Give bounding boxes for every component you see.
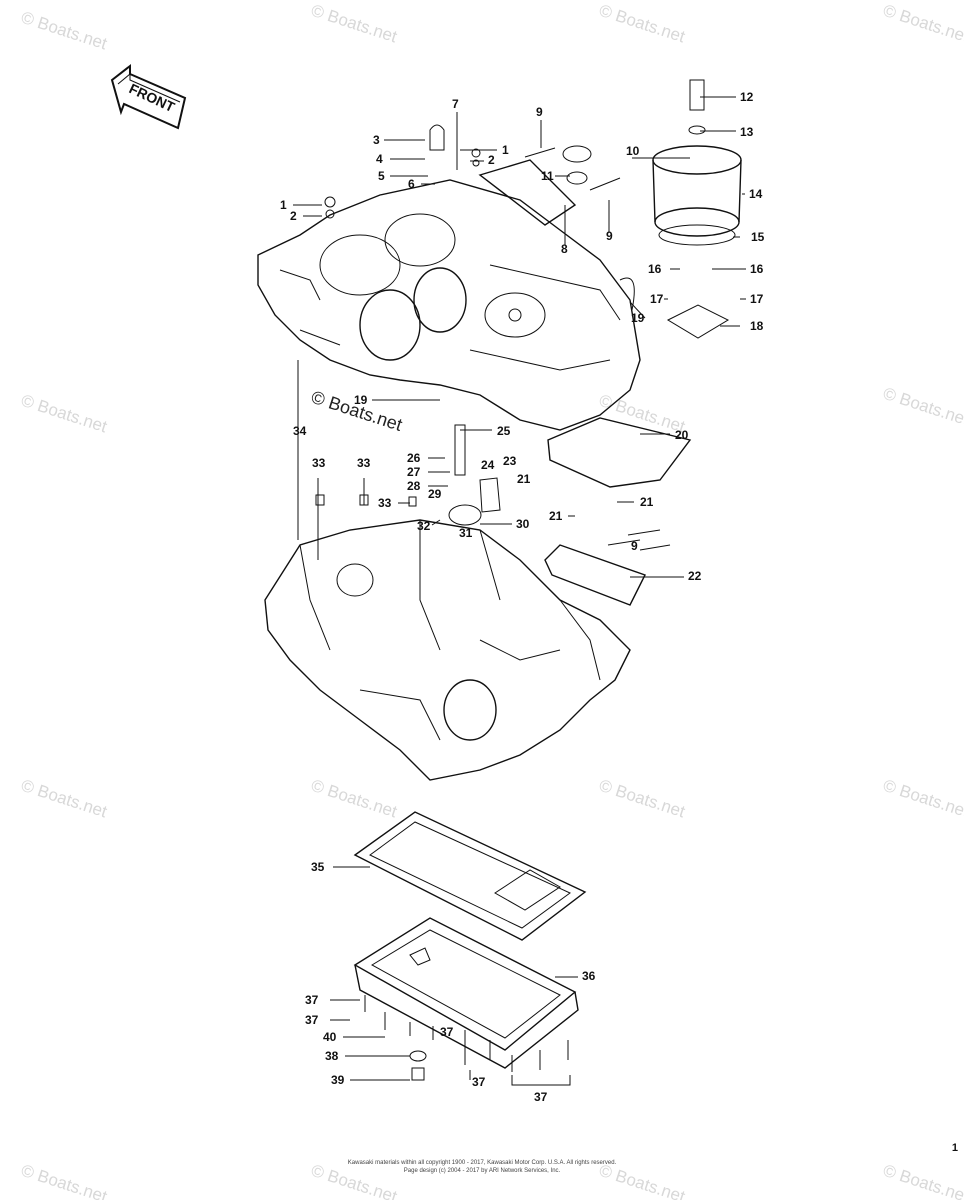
callout-label: 8 <box>561 242 568 256</box>
callout-label: 13 <box>740 125 754 139</box>
callout-label: 31 <box>459 526 473 540</box>
callout-label: 5 <box>378 169 385 183</box>
callout-label: 15 <box>751 230 765 244</box>
watermark: © Boats.net <box>881 776 964 822</box>
watermark: © Boats.net <box>19 1161 110 1200</box>
callout-label: 2 <box>488 153 495 167</box>
breather-cover <box>478 159 692 606</box>
callout-label: 25 <box>497 424 511 438</box>
watermark: © Boats.net <box>19 391 110 437</box>
watermark: © Boats.net <box>597 776 688 822</box>
callout-label: 33 <box>378 496 392 510</box>
page-number: 1 <box>951 1142 958 1154</box>
oil-pan <box>353 917 579 1069</box>
callout-label: 3 <box>373 133 380 147</box>
oil-filter <box>619 79 742 339</box>
page-design-credit: Page design (c) 2004 - 2017 by ARI Netwo… <box>403 1168 561 1174</box>
watermark: © Boats.net <box>19 8 110 54</box>
copyright-line: Kawasaki materials within all copyright … <box>347 1160 617 1166</box>
callout-label: 2 <box>290 209 297 223</box>
watermark: © Boats.net <box>597 1161 688 1200</box>
callout-label: 37 <box>440 1025 454 1039</box>
callout-label: 20 <box>675 428 689 442</box>
callout-label: 21 <box>549 509 563 523</box>
part-callouts: 12 13 7 9 3 1 10 4 2 5 11 6 14 1 2 9 15 … <box>280 90 765 1104</box>
front-arrow-icon: FRONT <box>110 63 187 130</box>
watermark-layer: © Boats.net © Boats.net © Boats.net © Bo… <box>19 1 964 1200</box>
lower-crankcase <box>264 519 631 781</box>
callout-label: 7 <box>452 97 459 111</box>
callout-label: 30 <box>516 517 530 531</box>
callout-label: 4 <box>376 152 383 166</box>
leader-lines <box>293 96 746 1086</box>
callout-label: 32 <box>417 519 431 533</box>
callout-label: 11 <box>541 169 554 183</box>
watermark: © Boats.net <box>19 776 110 822</box>
fasteners <box>315 124 671 1081</box>
watermark: © Boats.net <box>881 384 964 430</box>
callout-label: 9 <box>536 105 543 119</box>
callout-label: 9 <box>631 539 638 553</box>
callout-label: 27 <box>407 465 421 479</box>
callout-label: 21 <box>640 495 654 509</box>
callout-label: 1 <box>502 143 509 157</box>
oil-pan-gasket <box>353 811 587 941</box>
callout-label: 33 <box>312 456 326 470</box>
callout-label: 37 <box>305 993 319 1007</box>
callout-label: 9 <box>606 229 613 243</box>
callout-label: 19 <box>631 311 645 325</box>
callout-label: 29 <box>428 487 442 501</box>
callout-label: 33 <box>357 456 371 470</box>
callout-label: 37 <box>472 1075 486 1089</box>
callout-label: 1 <box>280 198 287 212</box>
callout-label: 39 <box>331 1073 345 1087</box>
callout-label: 21 <box>517 472 531 486</box>
callout-label: 34 <box>293 424 307 438</box>
callout-label: 22 <box>688 569 702 583</box>
watermark: © Boats.net <box>597 391 688 437</box>
callout-label: 16 <box>750 262 764 276</box>
watermark: © Boats.net <box>597 1 688 47</box>
callout-label: 38 <box>325 1049 339 1063</box>
callout-label: 26 <box>407 451 421 465</box>
callout-label: 35 <box>311 860 325 874</box>
watermark: © Boats.net <box>309 1 400 47</box>
callout-label: 37 <box>534 1090 548 1104</box>
watermark: © Boats.net <box>309 776 400 822</box>
watermark: © Boats.net <box>309 1161 400 1200</box>
callout-label: 6 <box>408 177 415 191</box>
watermark: © Boats.net <box>881 1 964 47</box>
callout-label: 12 <box>740 90 754 104</box>
callout-label: 37 <box>305 1013 319 1027</box>
upper-crankcase <box>257 179 641 431</box>
callout-label: 14 <box>749 187 763 201</box>
callout-label: 28 <box>407 479 421 493</box>
callout-label: 36 <box>582 969 596 983</box>
callout-label: 40 <box>323 1030 337 1044</box>
callout-label: 17 <box>750 292 764 306</box>
callout-label: 10 <box>626 144 640 158</box>
callout-label: 24 <box>481 458 495 472</box>
callout-label: 19 <box>354 393 368 407</box>
callout-label: 17 <box>650 292 664 306</box>
callout-label: 23 <box>503 454 517 468</box>
watermark: © Boats.net <box>881 1161 964 1200</box>
callout-label: 18 <box>750 319 764 333</box>
callout-label: 16 <box>648 262 662 276</box>
